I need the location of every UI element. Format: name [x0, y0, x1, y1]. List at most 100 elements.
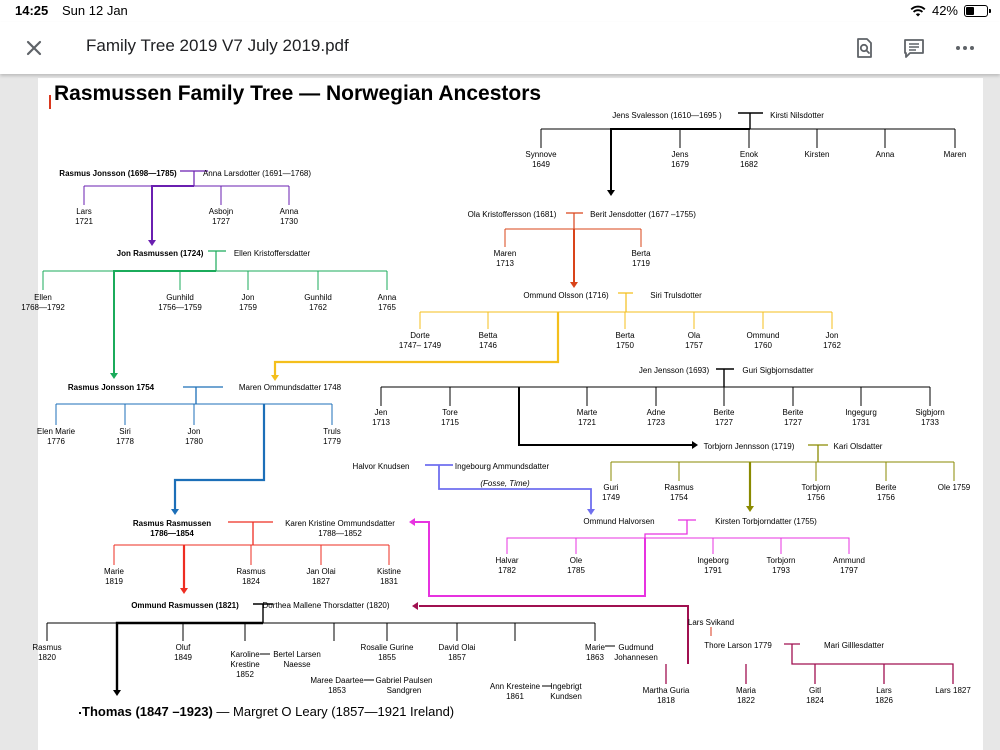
- final-descendant-line: Thomas (1847 –1923) — Margret O Leary (1…: [82, 704, 454, 719]
- arrow-head: [570, 282, 578, 288]
- tree-label: Ommund Rasmussen (1821): [131, 601, 239, 610]
- arrow-head: [113, 690, 121, 696]
- family-connector: [808, 444, 828, 462]
- page-title: Rasmussen Family Tree — Norwegian Ancest…: [54, 82, 542, 105]
- lineage-arrow: [273, 312, 560, 376]
- battery-icon: [964, 4, 991, 17]
- lineage-arrow: [115, 621, 263, 690]
- tree-label: Dorthea Mallene Thorsdatter (1820): [262, 601, 390, 610]
- status-date: Sun 12 Jan: [62, 3, 128, 18]
- close-icon[interactable]: [22, 36, 46, 60]
- arrow-head: [171, 509, 179, 515]
- pdf-toolbar: Family Tree 2019 V7 July 2019.pdf: [0, 22, 1000, 74]
- tree-label: Ingebourg Ammundsdatter: [454, 462, 550, 471]
- status-right: 42%: [910, 3, 991, 18]
- arrow-head: [746, 506, 754, 512]
- file-title: Family Tree 2019 V7 July 2019.pdf: [86, 36, 349, 55]
- tree-label: Halvor Knudsen: [352, 462, 410, 471]
- status-bar: 14:25 Sun 12 Jan 42%: [0, 0, 1000, 22]
- family-connector: [618, 292, 633, 312]
- family-connector: [228, 521, 273, 545]
- tree-label: Maren Ommundsdatter 1748: [238, 383, 342, 392]
- tree-label: Anna: [875, 150, 895, 159]
- tree-label: Thore Larson 1779: [704, 641, 772, 650]
- tree-label: Guri Sigbjornsdatter: [742, 366, 814, 375]
- status-time: 14:25: [15, 3, 49, 18]
- comment-icon[interactable]: [901, 35, 927, 61]
- bullet-dot: [79, 712, 81, 714]
- sibling-bar: [506, 537, 850, 554]
- lineage-arrow: [419, 605, 689, 664]
- sibling-bar: [665, 643, 954, 684]
- tree-connectors: [42, 112, 956, 696]
- search-document-icon[interactable]: [851, 35, 877, 61]
- tree-label: Kirsten Torbjorndatter (1755): [715, 517, 817, 526]
- family-connector: [644, 519, 696, 538]
- family-connector: [180, 170, 208, 186]
- tree-label: Jens Svalesson (1610—1695 ): [612, 111, 722, 120]
- tree-label: Berit Jensdotter (1677 –1755): [590, 210, 696, 219]
- arrow-head: [148, 240, 156, 246]
- pdf-page[interactable]: Rasmussen Family Tree — Norwegian Ancest…: [21, 78, 983, 750]
- more-options-icon[interactable]: [952, 35, 978, 61]
- lineage-arrow: [113, 270, 216, 374]
- arrow-head: [692, 441, 698, 449]
- tree-label: Ola Kristoffersson (1681): [467, 210, 557, 219]
- title-accent-mark: [49, 95, 51, 109]
- tree-label: Anna Larsdotter (1691—1768): [202, 169, 312, 178]
- tree-label: Jen Jensson (1693): [638, 366, 710, 375]
- family-connector: [183, 386, 223, 404]
- family-connector: [716, 368, 734, 387]
- tree-label: Kirsti Nilsdotter: [770, 111, 824, 120]
- tree-label: Jon Rasmussen (1724): [116, 249, 204, 258]
- family-connector: [738, 112, 763, 129]
- lineage-arrow: [173, 404, 266, 510]
- tree-label: Mari Gilllesdatter: [823, 641, 885, 650]
- tree-label: Kirsten: [804, 150, 830, 159]
- family-connector: [566, 212, 583, 229]
- tree-label: Lars 1827: [935, 686, 971, 695]
- family-connector: [253, 603, 273, 623]
- tree-label: Rasmus Jonsson 1754: [67, 383, 155, 392]
- lineage-arrow: [151, 185, 194, 241]
